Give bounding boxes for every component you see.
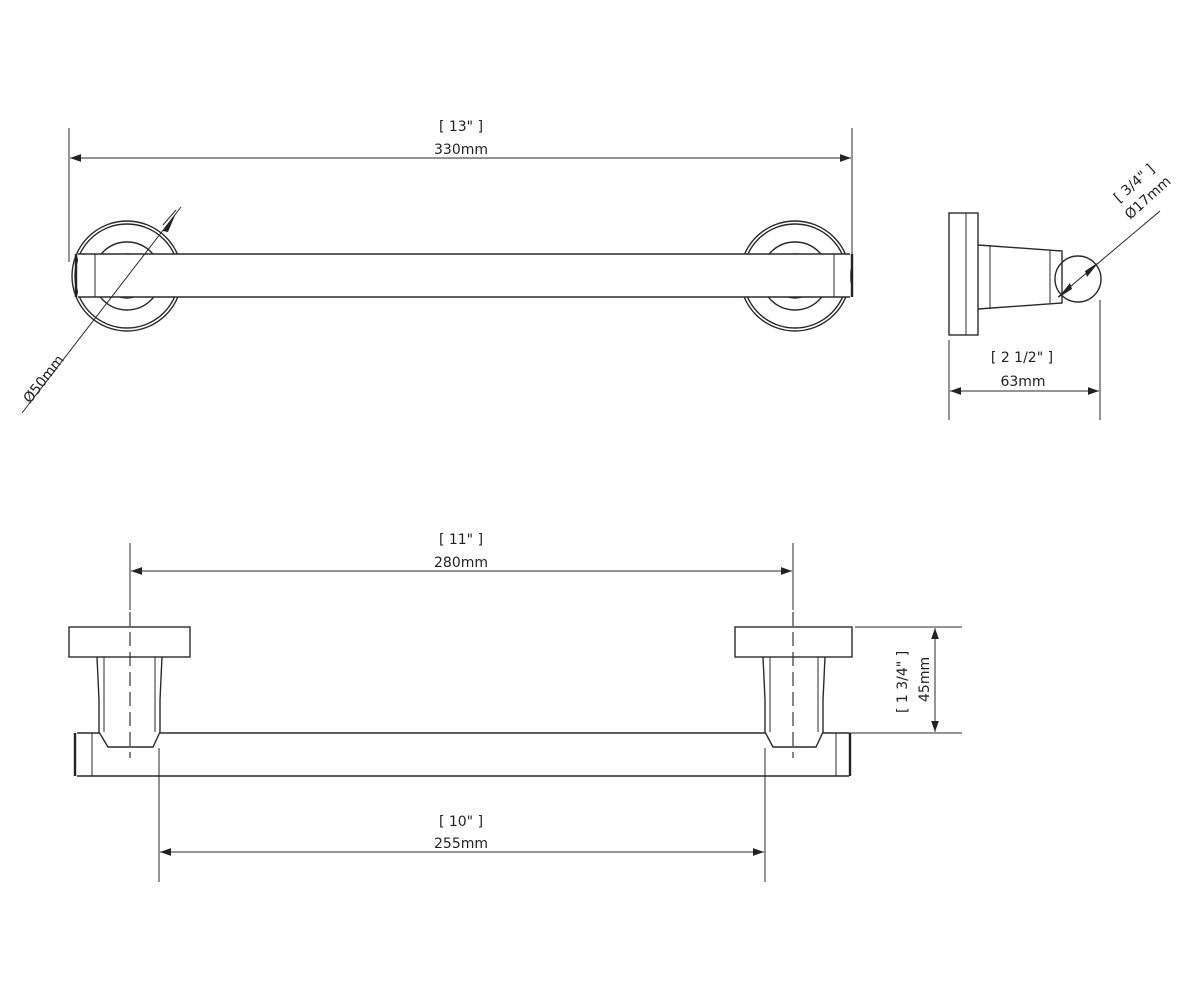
center-to-center-inch-label: [ 11" ] xyxy=(439,532,483,548)
overall-length-mm-label: 330mm xyxy=(434,142,488,158)
overall-length-inch-label: [ 13" ] xyxy=(439,119,483,135)
side-view: [ 3/4" ] Ø17mm [ 2 1/2" ] 63mm xyxy=(948,161,1174,420)
mount-height-inch-label: [ 1 3/4" ] xyxy=(895,651,911,713)
right-mount-front xyxy=(734,612,853,758)
wall-plate-side xyxy=(948,212,979,336)
left-mount-front xyxy=(68,612,191,758)
flange-diameter-dimension-line xyxy=(21,206,182,414)
top-view: [ 13" ] 330mm xyxy=(21,119,854,414)
center-to-center-mm-label: 280mm xyxy=(434,555,488,571)
inner-length-inch-label: [ 10" ] xyxy=(439,814,483,830)
inner-length-mm-label: 255mm xyxy=(434,836,488,852)
flange-diameter-label: Ø50mm xyxy=(21,352,68,406)
bar-front xyxy=(73,732,852,777)
mount-height-mm-label: 45mm xyxy=(917,657,933,702)
projection-inch-label: [ 2 1/2" ] xyxy=(991,350,1053,366)
bar-cross-section xyxy=(1054,255,1102,303)
projection-mm-label: 63mm xyxy=(1000,374,1045,390)
bar-top xyxy=(74,253,854,298)
front-view: [ 11" ] 280mm xyxy=(68,532,962,882)
post-side xyxy=(977,244,1063,310)
